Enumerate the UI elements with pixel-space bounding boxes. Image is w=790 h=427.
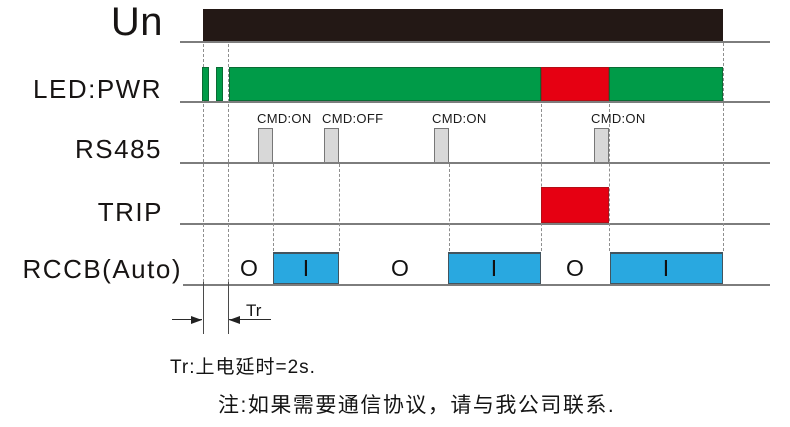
guide-cmd-off bbox=[339, 164, 340, 251]
guide-delay-end bbox=[228, 44, 229, 282]
led-baseline bbox=[180, 101, 770, 103]
trip-baseline bbox=[180, 223, 770, 225]
row-label-un: Un bbox=[110, 0, 163, 44]
guide-power-off bbox=[723, 43, 724, 251]
rccb-state-on-2: I bbox=[490, 255, 498, 281]
rs485-cmd-label-2: CMD:OFF bbox=[322, 111, 384, 126]
led-trip-segment bbox=[541, 67, 609, 101]
rs485-pulse-3 bbox=[434, 128, 449, 162]
rccb-state-off-2: O bbox=[391, 255, 409, 281]
row-label-led-pwr: LED:PWR bbox=[33, 74, 162, 104]
guide-power-on bbox=[203, 44, 204, 282]
guide-cmd-on-2 bbox=[449, 164, 450, 251]
rs485-pulse-4 bbox=[594, 128, 609, 162]
rs485-cmd-label-1: CMD:ON bbox=[257, 111, 312, 126]
guide-trip-end bbox=[609, 104, 610, 251]
row-label-rccb: RCCB(Auto) bbox=[22, 254, 182, 284]
rccb-on-bar-2 bbox=[448, 252, 541, 284]
guide-cmd-on-1 bbox=[273, 164, 274, 251]
rccb-state-off-1: O bbox=[240, 255, 258, 281]
tr-dimension-label: Tr bbox=[246, 301, 262, 320]
trip-active-bar bbox=[541, 187, 609, 223]
rccb-state-on-3: I bbox=[662, 255, 670, 281]
note-communication: 注:如果需要通信协议，请与我公司联系. bbox=[218, 394, 616, 417]
row-label-trip: TRIP bbox=[97, 197, 163, 227]
rccb-state-on-1: I bbox=[302, 255, 310, 281]
led-on-segment-2 bbox=[609, 67, 723, 101]
tr-tick-right bbox=[228, 282, 230, 334]
led-blink-strip-2 bbox=[216, 67, 223, 101]
rs485-pulse-1 bbox=[258, 128, 273, 162]
tr-arrow-line-right bbox=[229, 319, 271, 321]
rs485-cmd-label-3: CMD:ON bbox=[432, 111, 487, 126]
guide-trip-start bbox=[541, 104, 542, 251]
led-on-segment-1 bbox=[229, 67, 541, 101]
tr-arrow-line-left bbox=[172, 319, 202, 321]
un-baseline bbox=[180, 41, 770, 43]
led-blink-strip-1 bbox=[202, 67, 209, 101]
rs485-pulse-2 bbox=[324, 128, 339, 162]
tr-tick-left bbox=[203, 282, 205, 334]
rs485-cmd-label-4: CMD:ON bbox=[591, 111, 646, 126]
rccb-on-bar-3 bbox=[610, 252, 723, 284]
rccb-on-bar-1 bbox=[273, 252, 339, 284]
rccb-state-off-3: O bbox=[566, 255, 584, 281]
un-power-bar bbox=[203, 9, 723, 41]
row-label-rs485: RS485 bbox=[75, 134, 162, 164]
rccb-baseline bbox=[183, 284, 770, 286]
note-tr-delay: Tr:上电延时=2s. bbox=[170, 357, 316, 378]
rs485-baseline bbox=[180, 162, 770, 164]
tr-arrow-line-right-arrowhead-icon bbox=[229, 316, 240, 324]
tr-arrow-line-left-arrowhead-icon bbox=[191, 316, 202, 324]
